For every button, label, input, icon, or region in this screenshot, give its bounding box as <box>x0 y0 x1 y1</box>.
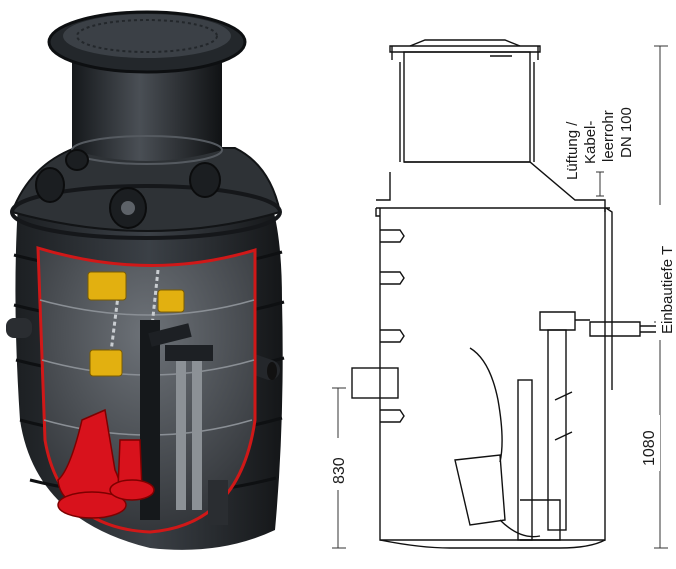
vent-label-line2: Kabel- <box>582 121 599 164</box>
install-depth-label: Einbautiefe T <box>659 246 676 334</box>
dimension-830-label: 830 <box>331 457 348 484</box>
riser-shaft <box>72 48 222 161</box>
tank-3d-illustration <box>6 10 285 550</box>
vent-label-line4: DN 100 <box>618 107 635 158</box>
float-switches <box>87 271 185 377</box>
inlet-stubs <box>35 149 221 229</box>
dimension-1080-label: 1080 <box>641 430 658 466</box>
technical-drawing <box>351 39 661 549</box>
vent-label-line3: leerrohr <box>600 110 617 162</box>
vent-label-line1: Lüftung / <box>564 121 581 180</box>
side-pipe-left <box>6 318 32 338</box>
red-pumps <box>57 408 155 519</box>
guide-rails <box>140 320 213 520</box>
